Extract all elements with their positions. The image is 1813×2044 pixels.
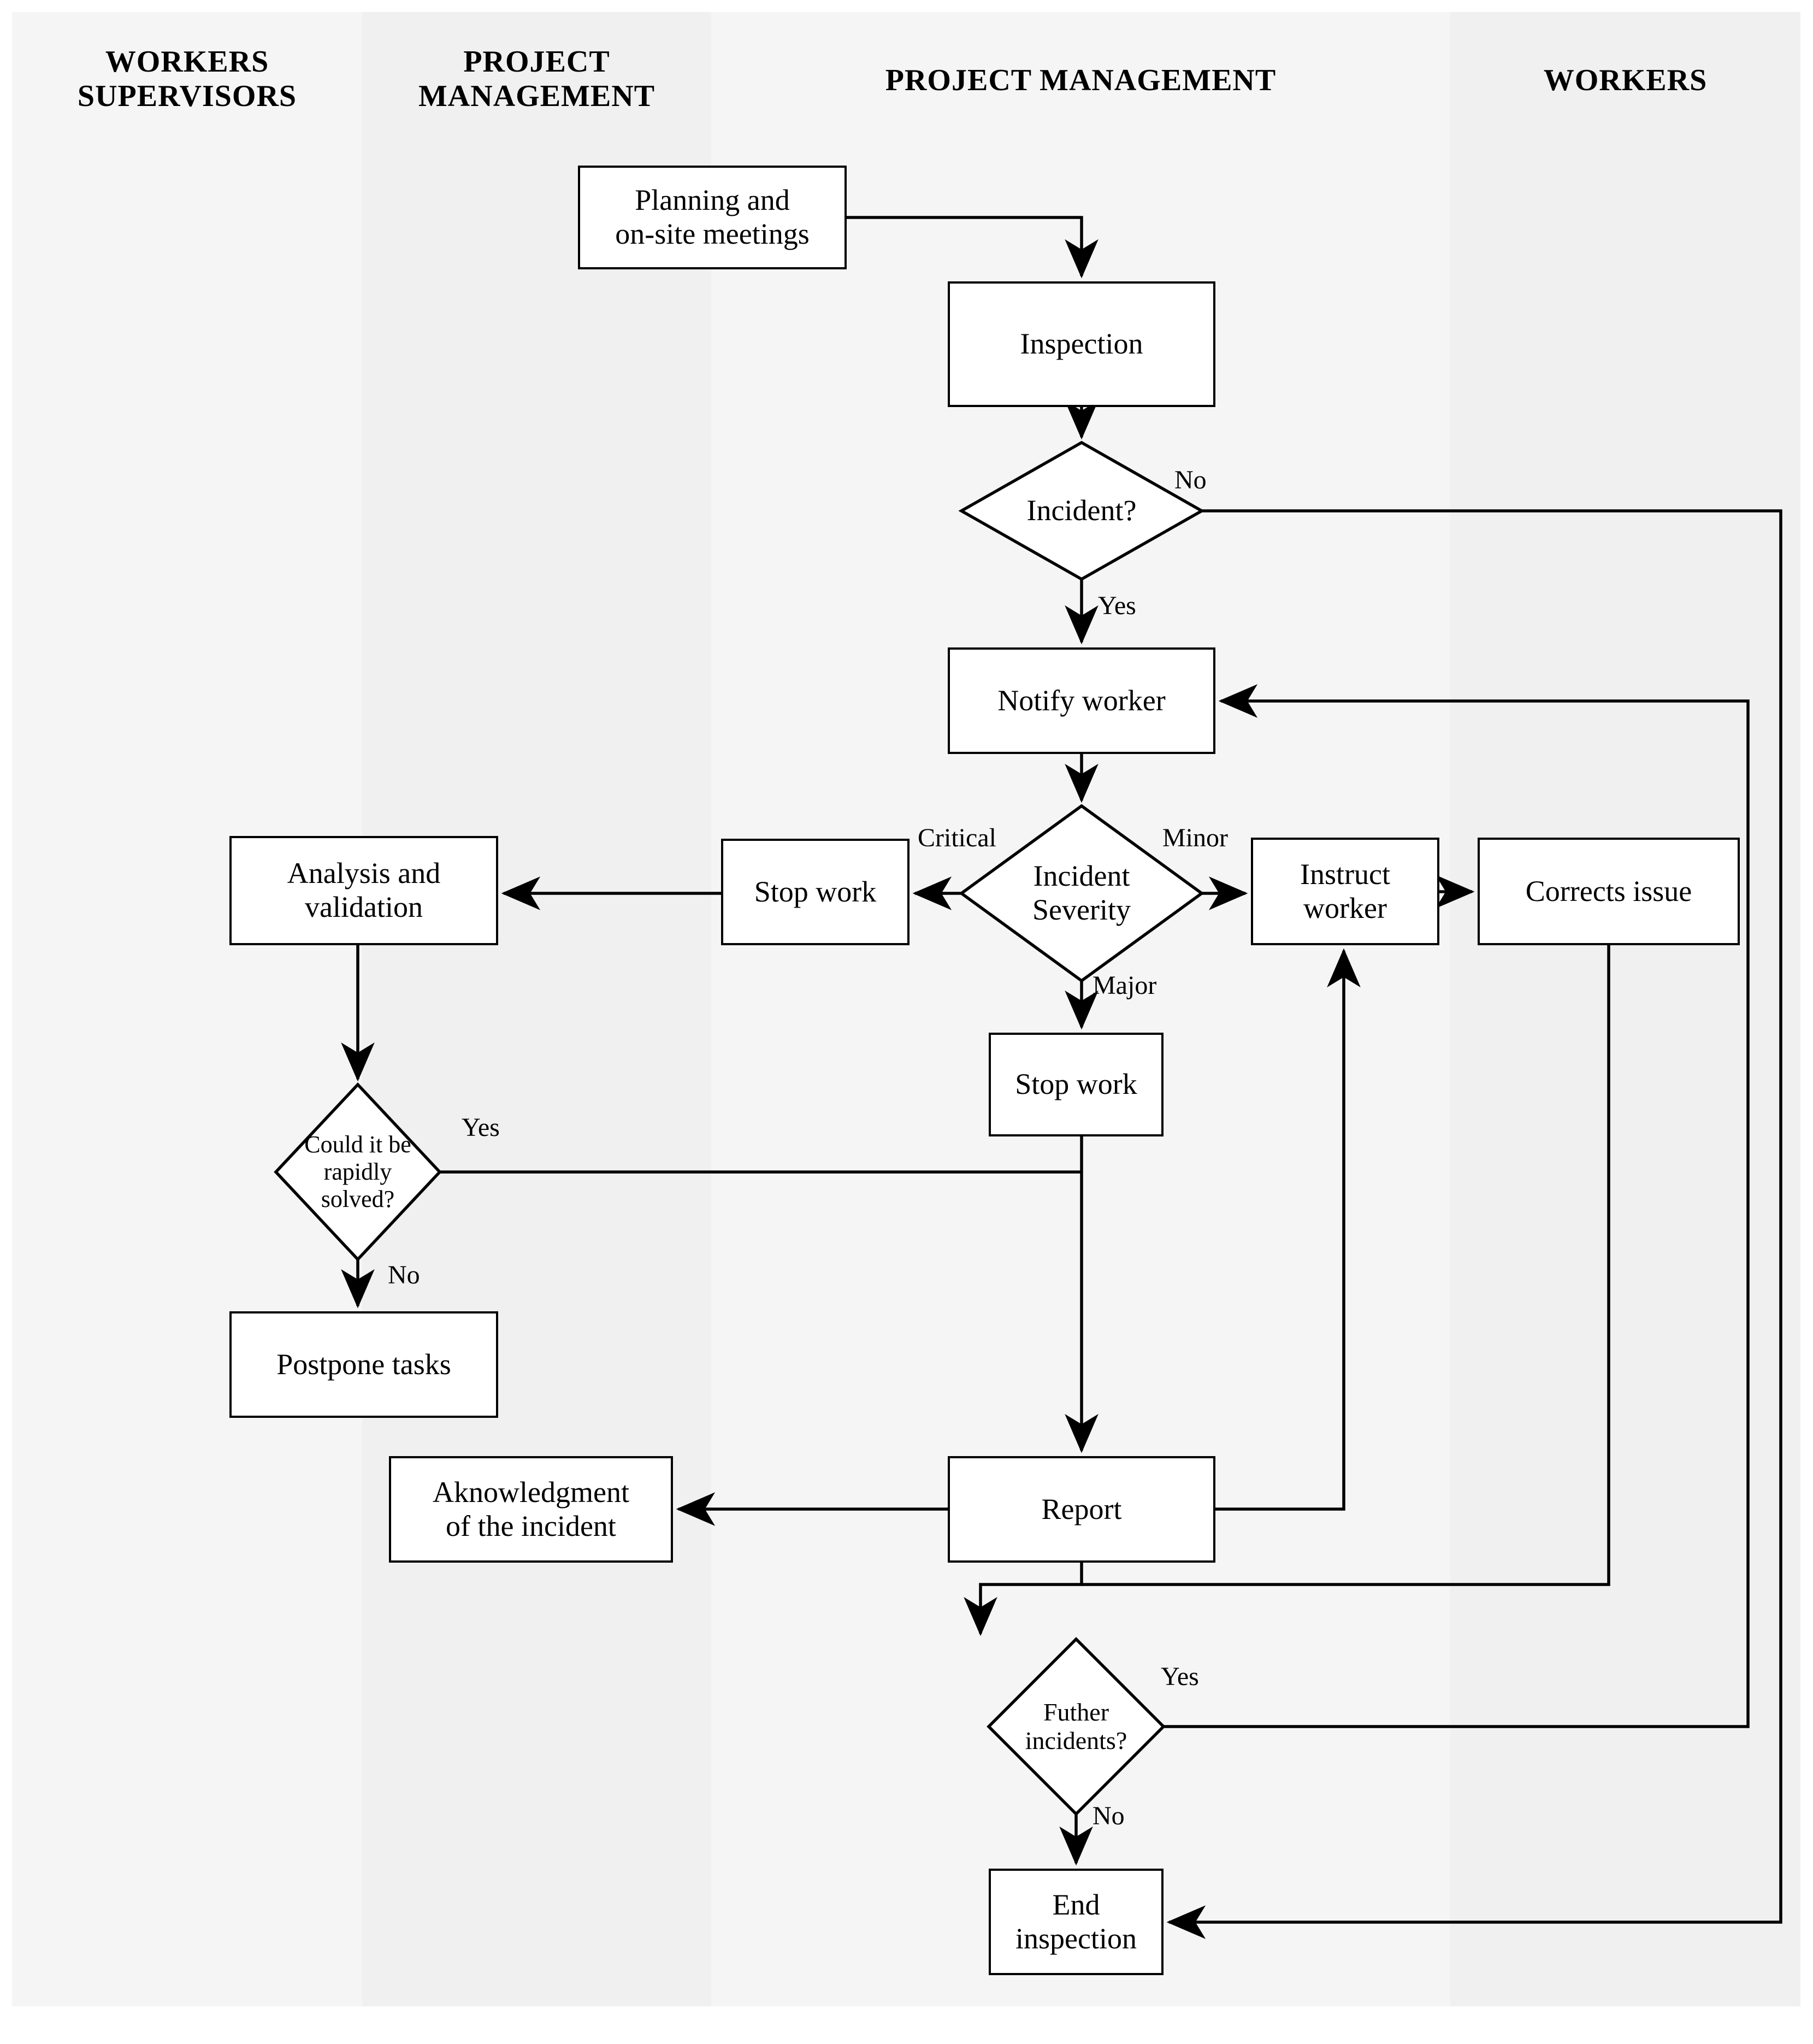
edge-planning-to-inspection: [847, 216, 1099, 279]
edge-corrects-to-futher: [1082, 945, 1610, 1586]
edge-label-yes-incident: Yes: [1098, 591, 1136, 620]
edge-label-yes-futher: Yes: [1161, 1662, 1199, 1691]
edge-label-major: Major: [1092, 971, 1157, 1000]
lane-title-line1: WORKERS: [1543, 63, 1708, 97]
edge-report-to-futher: [964, 1563, 1083, 1636]
node-instruct-worker[interactable]: Instruct worker: [1251, 838, 1439, 945]
node-label: Corrects issue: [1525, 874, 1692, 908]
lane-title-line1: PROJECT MANAGEMENT: [885, 63, 1277, 97]
decision-futher-incidents-shape: [987, 1637, 1166, 1816]
node-label-line1: End: [1052, 1888, 1100, 1921]
edge-label-no-futher: No: [1092, 1801, 1125, 1830]
lane-band-workers: [1450, 12, 1800, 2006]
node-label-line2: rapidly: [323, 1158, 392, 1185]
node-label: Incident?: [1026, 494, 1137, 527]
edge-incident-no-to-end: [1166, 509, 1782, 1939]
lane-title-workers-supervisors: WORKERS SUPERVISORS: [12, 45, 362, 113]
node-label-line1: Could it be: [304, 1130, 411, 1158]
lane-title-project-management-left: PROJECT MANAGEMENT: [362, 45, 711, 113]
decision-incident-severity-shape: [959, 804, 1204, 983]
edge-futher-yes-to-notify: [1164, 684, 1750, 1728]
decision-could-be-rapidly-solved-shape: [274, 1082, 442, 1262]
node-corrects-issue[interactable]: Corrects issue: [1478, 838, 1740, 945]
node-label-line1: Analysis and: [287, 857, 441, 890]
node-inspection[interactable]: Inspection: [948, 281, 1215, 407]
lane-band-project-management-left: [362, 12, 711, 2006]
node-label: Stop work: [1015, 1068, 1137, 1101]
lane-title-line2: SUPERVISORS: [77, 79, 297, 113]
node-label-line2: incidents?: [1025, 1727, 1127, 1754]
node-stop-work-critical[interactable]: Stop work: [721, 839, 910, 945]
node-end-inspection[interactable]: End inspection: [989, 1869, 1164, 1975]
edge-label-critical: Critical: [918, 823, 996, 852]
node-label-line2: inspection: [1015, 1922, 1137, 1955]
edge-report-to-instruct: [1215, 948, 1361, 1511]
node-label-line1: Planning and: [635, 184, 790, 217]
node-label: Postpone tasks: [276, 1347, 451, 1381]
node-label-line3: solved?: [321, 1186, 395, 1213]
node-label-line2: of the incident: [446, 1509, 616, 1542]
lane-title-line1: WORKERS: [105, 45, 269, 79]
decision-incident-shape: [958, 440, 1205, 581]
node-acknowledgment-of-the-incident[interactable]: Aknowledgment of the incident: [389, 1456, 673, 1563]
lane-title-workers: WORKERS: [1450, 63, 1800, 98]
node-incident-severity-decision[interactable]: Incident Severity: [961, 806, 1202, 981]
node-label-line2: validation: [305, 891, 423, 923]
lane-band-workers-supervisors: [12, 12, 362, 2006]
node-planning-and-on-site-meetings[interactable]: Planning and on-site meetings: [578, 166, 847, 269]
node-label-line1: Incident: [1033, 859, 1130, 893]
edge-label-no-incident: No: [1174, 466, 1207, 494]
node-label: Report: [1041, 1492, 1122, 1525]
node-stop-work-major[interactable]: Stop work: [989, 1033, 1164, 1136]
node-analysis-and-validation[interactable]: Analysis and validation: [229, 836, 498, 945]
node-incident-decision[interactable]: Incident?: [961, 443, 1202, 579]
lane-title-project-management-main: PROJECT MANAGEMENT: [711, 63, 1450, 98]
lane-title-line2: MANAGEMENT: [418, 79, 655, 113]
edge-label-no-rapidly: No: [388, 1260, 420, 1289]
node-label-line1: Instruct: [1300, 857, 1390, 891]
node-notify-worker[interactable]: Notify worker: [948, 647, 1215, 754]
node-postpone-tasks[interactable]: Postpone tasks: [229, 1311, 498, 1418]
lane-title-line1: PROJECT: [463, 45, 610, 79]
node-label: Inspection: [1020, 327, 1143, 361]
node-could-be-rapidly-solved-decision[interactable]: Could it be rapidly solved?: [262, 1085, 453, 1259]
node-label-line2: Severity: [1032, 893, 1131, 926]
edge-label-yes-rapidly: Yes: [462, 1113, 500, 1142]
node-report[interactable]: Report: [948, 1456, 1215, 1563]
node-futher-incidents-decision[interactable]: Futher incidents?: [981, 1639, 1172, 1814]
node-label-line1: Futher: [1043, 1698, 1109, 1726]
node-label-line2: on-site meetings: [615, 217, 810, 250]
node-label: Stop work: [754, 875, 877, 908]
edge-label-minor: Minor: [1162, 823, 1228, 852]
node-label: Notify worker: [997, 684, 1166, 717]
node-label-line2: worker: [1303, 891, 1387, 924]
node-label-line1: Aknowledgment: [433, 1475, 629, 1509]
